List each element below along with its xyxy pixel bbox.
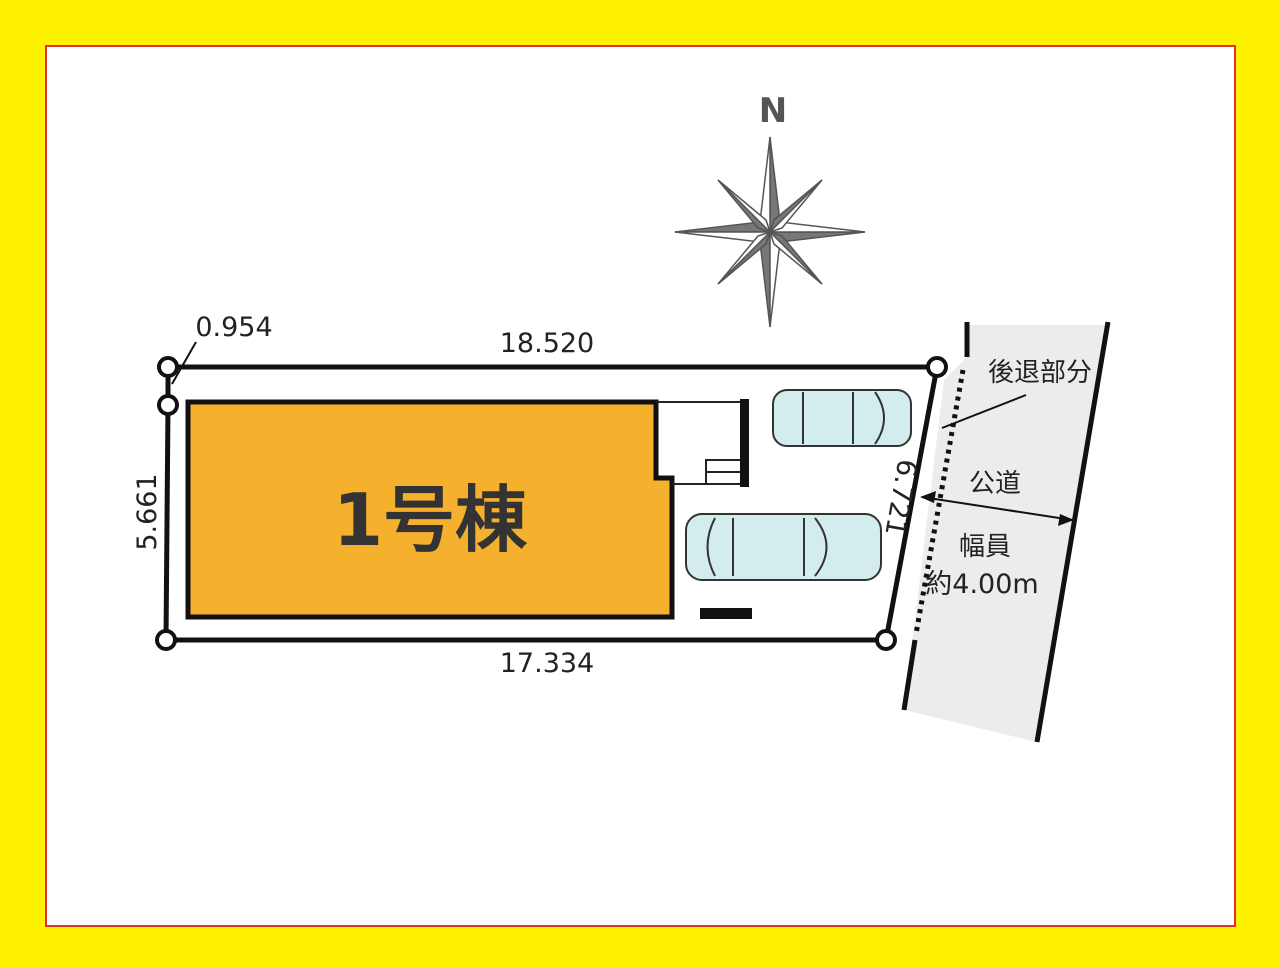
- dimension-left: 5.661: [132, 473, 163, 550]
- dimension-top: 18.520: [500, 328, 594, 359]
- building-label: 1号棟: [333, 478, 528, 562]
- road-width-value: 約4.00m: [925, 569, 1038, 600]
- compass-rose-icon: [674, 136, 866, 328]
- setback-leader: [941, 394, 1027, 429]
- porch: [656, 401, 745, 485]
- boundary-markers: [155, 356, 948, 651]
- dimension-right: 6.721: [878, 457, 922, 539]
- gate-wall: [740, 399, 749, 487]
- compass-north-label: N: [759, 91, 787, 131]
- road-label: 公道: [969, 469, 1021, 499]
- dimension-corner: 0.954: [195, 312, 272, 343]
- public-road: [904, 325, 1108, 742]
- road-edge-left-lower: [901, 639, 918, 711]
- fence-bar: [700, 608, 752, 619]
- road-edge-right: [1034, 321, 1111, 743]
- road-width-arrow: [920, 491, 1074, 526]
- corner-leader: [171, 341, 197, 385]
- road-width-label: 幅員: [959, 532, 1011, 562]
- car-2: [685, 513, 882, 581]
- dimension-bottom: 17.334: [500, 648, 594, 679]
- setback-label: 後退部分: [988, 358, 1092, 388]
- car-1: [772, 389, 912, 447]
